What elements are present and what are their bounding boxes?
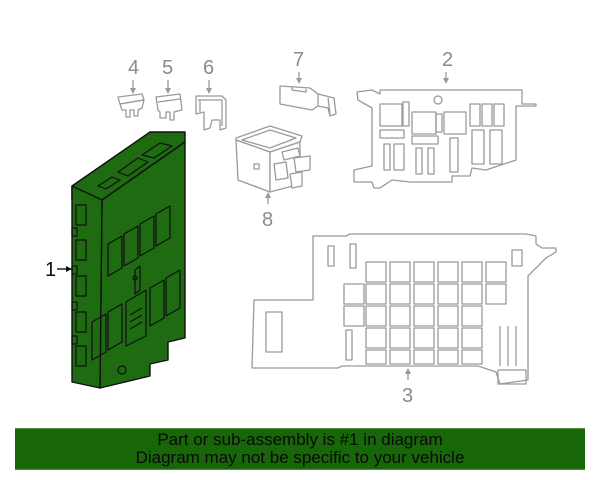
part-2-fuse-box-upper[interactable]: 2 — [353, 49, 537, 189]
svg-text:7: 7 — [293, 49, 304, 71]
lower-box-grid — [327, 243, 527, 385]
svg-text:8: 8 — [262, 209, 273, 231]
svg-text:6: 6 — [203, 57, 214, 79]
svg-text:4: 4 — [128, 57, 139, 79]
part-5-fuse[interactable]: 5 — [155, 57, 183, 121]
part-1-control-module[interactable] — [71, 131, 186, 389]
banner-line-2: Diagram may not be specific to your vehi… — [135, 448, 465, 467]
parts-diagram: 1 4 5 6 7 — [45, 49, 557, 407]
part-4-mini-fuse[interactable]: 4 — [117, 57, 145, 118]
svg-text:5: 5 — [162, 57, 173, 79]
part-8-relay[interactable]: 8 — [235, 125, 311, 231]
banner-line-1: Part or sub-assembly is #1 in diagram — [157, 430, 443, 449]
part-3-fuse-box-lower[interactable]: 3 — [251, 233, 557, 407]
lower-sockets — [91, 269, 181, 361]
side-connectors — [71, 204, 87, 367]
part-7-fuse-puller[interactable]: 7 — [279, 49, 337, 117]
svg-text:2: 2 — [442, 49, 453, 71]
upper-sockets — [107, 205, 171, 277]
info-banner: Part or sub-assembly is #1 in diagram Di… — [15, 428, 585, 470]
callout-1[interactable]: 1 — [45, 259, 72, 281]
part-6-maxi-fuse[interactable]: 6 — [195, 57, 227, 131]
upper-box-details — [379, 95, 505, 175]
svg-text:1: 1 — [45, 259, 56, 281]
svg-text:3: 3 — [402, 385, 413, 407]
